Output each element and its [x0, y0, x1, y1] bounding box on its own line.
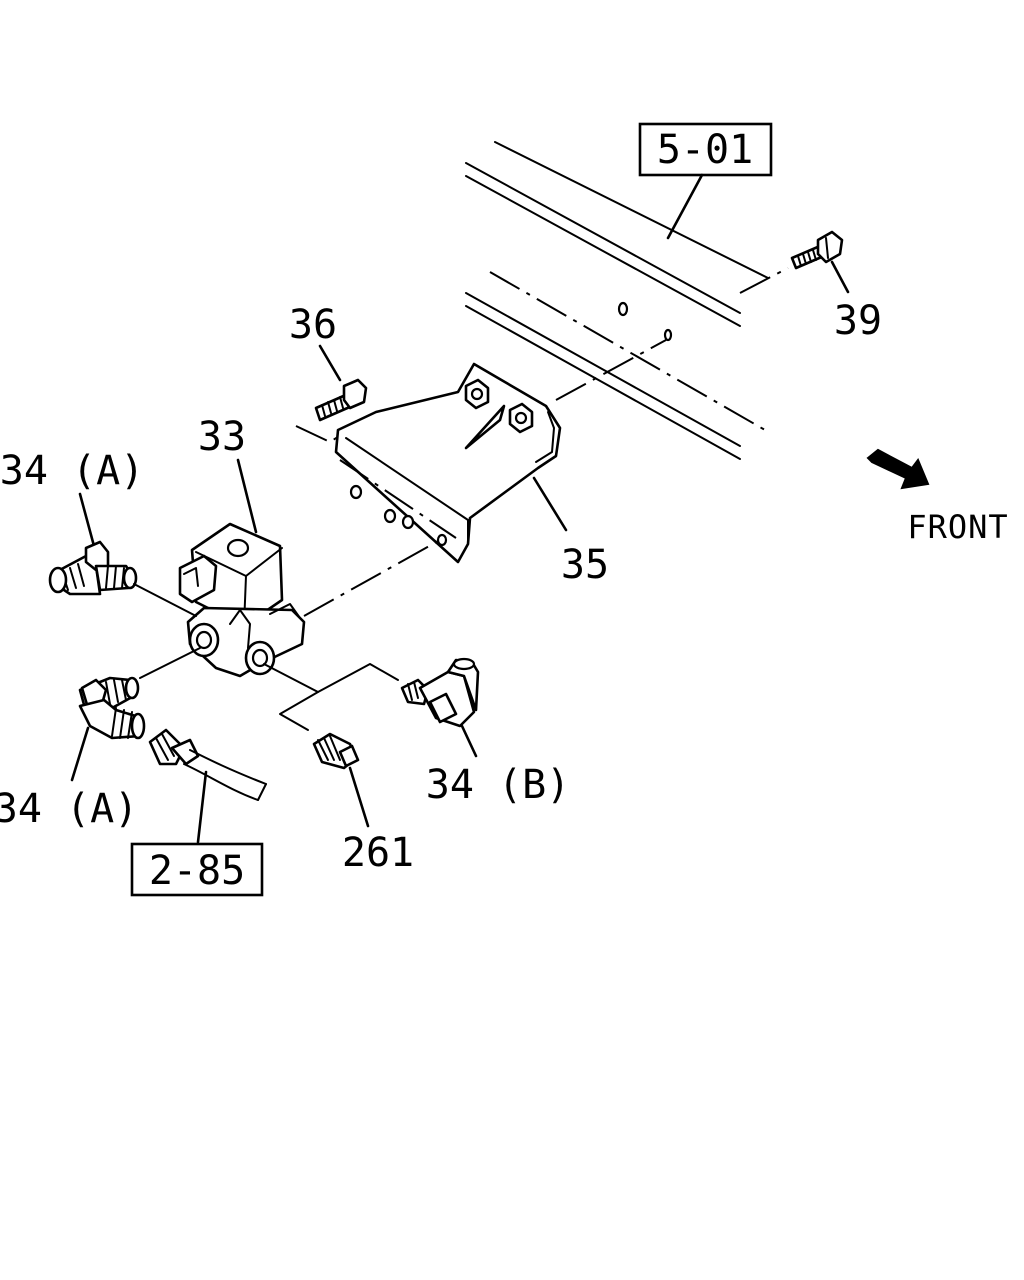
- bracket-35-label: 35: [561, 542, 609, 588]
- bolt-36: [314, 378, 368, 422]
- front-arrow-icon: [866, 448, 930, 490]
- valve-33-label: 33: [198, 414, 246, 460]
- harness-reference-label: 2-85: [149, 848, 245, 894]
- bolt-36-label: 36: [289, 302, 337, 348]
- fitting-34a-bottom: [78, 676, 146, 740]
- bolt-39-label: 39: [834, 298, 882, 344]
- bolt-39: [739, 230, 844, 294]
- harness-connector: [148, 728, 267, 801]
- bracket-35: [334, 362, 562, 564]
- harness-reference-callout[interactable]: 2-85: [130, 842, 264, 897]
- front-label: FRONT: [907, 508, 1008, 546]
- fitting-34b: [400, 657, 480, 728]
- fitting-34a-top: [48, 540, 138, 596]
- solenoid-valve-33: [178, 522, 306, 678]
- frame-reference-callout[interactable]: 5-01: [638, 122, 773, 177]
- fitting-34a-top-label: 34 (A): [0, 448, 144, 494]
- frame-rail: [465, 141, 769, 460]
- frame-reference-label: 5-01: [657, 127, 753, 173]
- fitting-34a-bottom-label: 34 (A): [0, 786, 138, 832]
- plug-261: [312, 732, 360, 770]
- fitting-34b-label: 34 (B): [426, 762, 571, 808]
- front-direction-indicator: FRONT: [866, 448, 1008, 546]
- plug-261-label: 261: [342, 830, 414, 876]
